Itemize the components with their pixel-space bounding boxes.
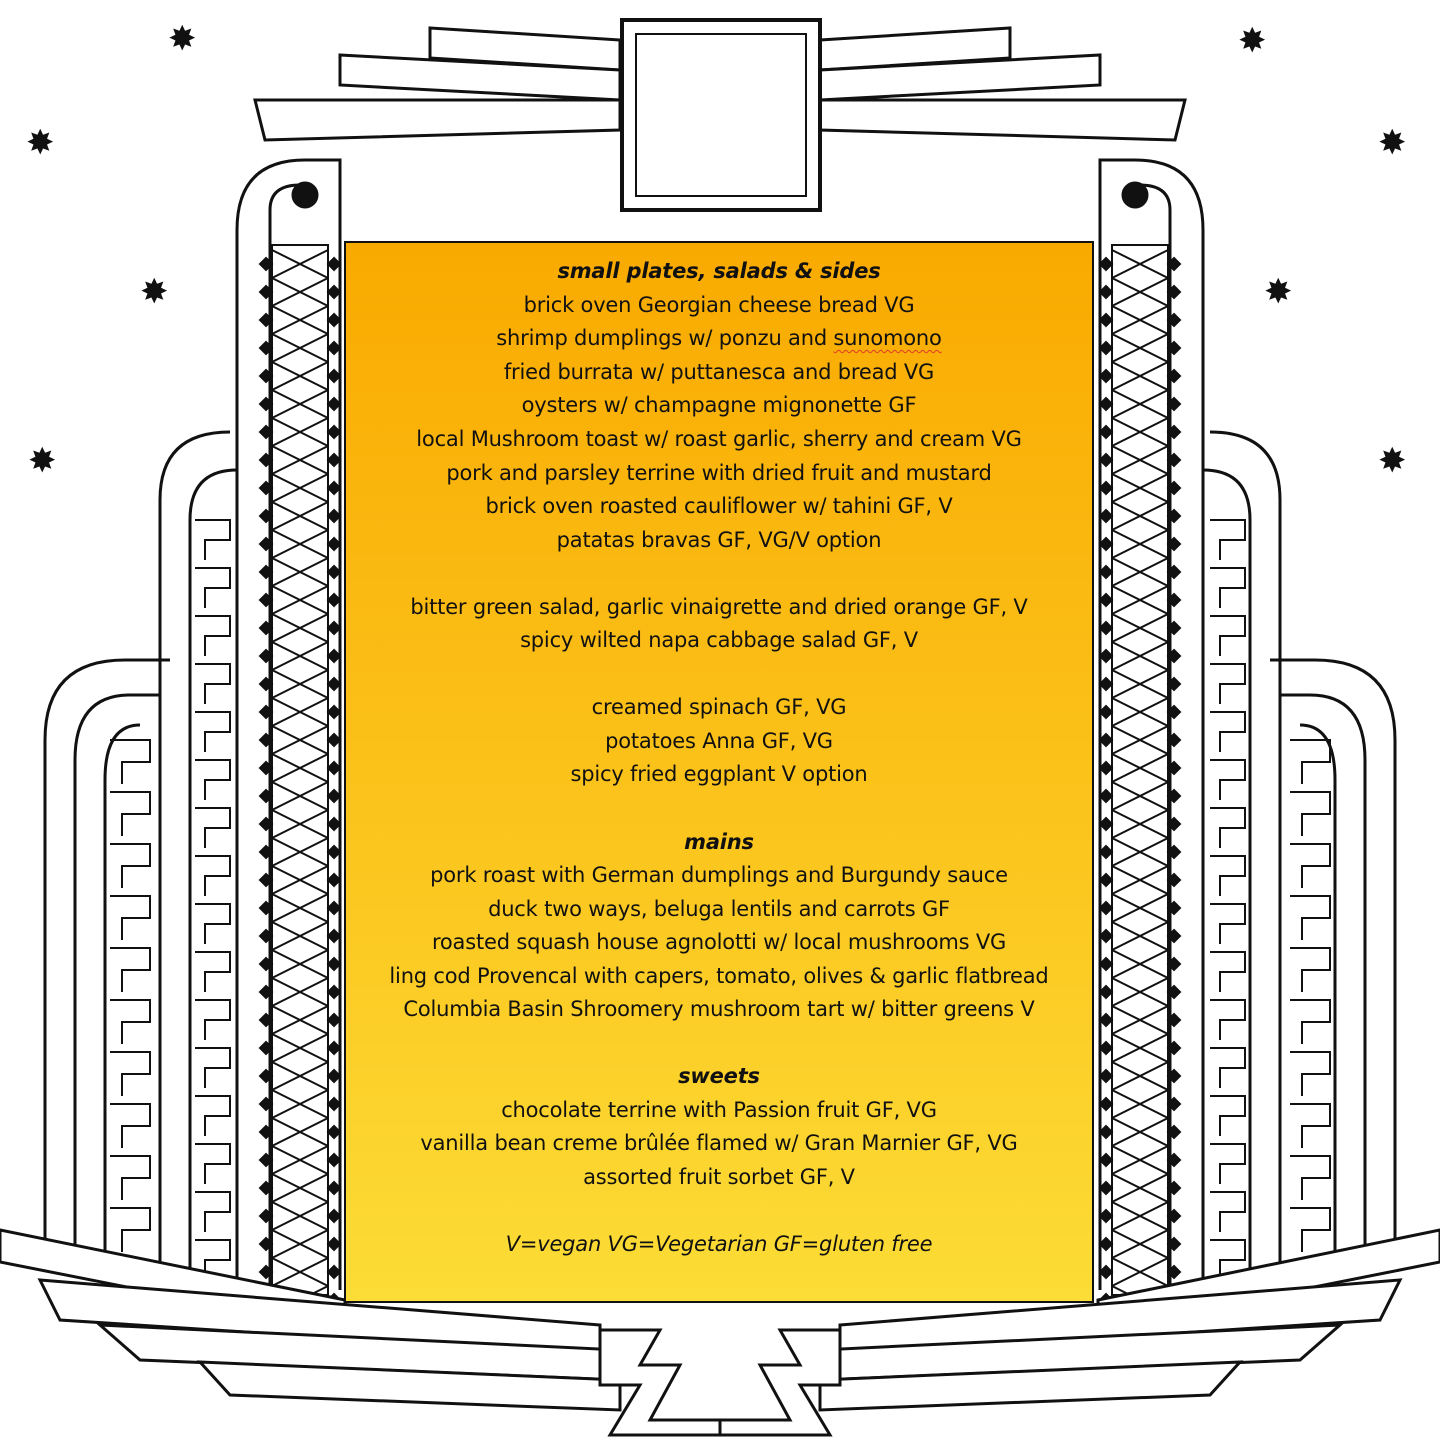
menu-item: chocolate terrine with Passion fruit GF,… xyxy=(501,1097,937,1122)
menu-item: bitter green salad, garlic vinaigrette a… xyxy=(410,594,1028,619)
star-icon: ✸ xyxy=(1378,123,1407,163)
section-heading: mains xyxy=(684,829,754,854)
menu-item: pork and parsley terrine with dried frui… xyxy=(446,460,992,485)
menu-item: spicy wilted napa cabbage salad GF, V xyxy=(520,627,918,652)
menu-item: shrimp dumplings w/ ponzu and sunomono xyxy=(496,326,942,351)
menu-item: assorted fruit sorbet GF, V xyxy=(583,1164,855,1189)
menu-panel: small plates, salads & sides brick oven G… xyxy=(344,241,1094,1303)
dietary-legend: V=vegan VG=Vegetarian GF=gluten free xyxy=(505,1232,933,1257)
menu-item: brick oven roasted cauliflower w/ tahini… xyxy=(485,494,953,519)
star-icon: ✸ xyxy=(140,272,169,312)
left-column xyxy=(235,158,342,1296)
menu-item: creamed spinach GF, VG xyxy=(591,695,847,720)
star-icon: ✸ xyxy=(26,123,55,163)
star-icon: ✸ xyxy=(168,19,197,59)
menu-item: duck two ways, beluga lentils and carrot… xyxy=(488,896,950,921)
menu-item: oysters w/ champagne mignonette GF xyxy=(521,393,917,418)
star-icon: ✸ xyxy=(1264,272,1293,312)
menu-item: pork roast with German dumplings and Bur… xyxy=(430,863,1008,888)
section-heading: sweets xyxy=(678,1064,760,1089)
menu-item: Columbia Basin Shroomery mushroom tart w… xyxy=(403,996,1035,1021)
right-column xyxy=(1098,158,1205,1296)
left-steps xyxy=(43,430,238,1270)
star-icon: ✸ xyxy=(1238,21,1267,61)
menu-item: potatoes Anna GF, VG xyxy=(605,728,833,753)
menu-item: local Mushroom toast w/ roast garlic, sh… xyxy=(416,426,1022,451)
right-steps xyxy=(1202,430,1397,1270)
menu-item: fried burrata w/ puttanesca and bread VG xyxy=(503,359,935,384)
bottom-fan xyxy=(0,1228,1440,1437)
menu-item: spicy fried eggplant V option xyxy=(570,762,868,787)
menu-item: patatas bravas GF, VG/V option xyxy=(556,527,882,552)
menu-item: ling cod Provencal with capers, tomato, … xyxy=(389,963,1049,988)
menu-item: roasted squash house agnolotti w/ local … xyxy=(431,930,1007,955)
menu-item: brick oven Georgian cheese bread VG xyxy=(523,292,915,317)
section-heading: small plates, salads & sides xyxy=(557,259,881,283)
menu-item: vanilla bean creme brûlée flamed w/ Gran… xyxy=(420,1131,1018,1156)
star-icon: ✸ xyxy=(1378,441,1407,481)
star-icon: ✸ xyxy=(28,441,57,481)
